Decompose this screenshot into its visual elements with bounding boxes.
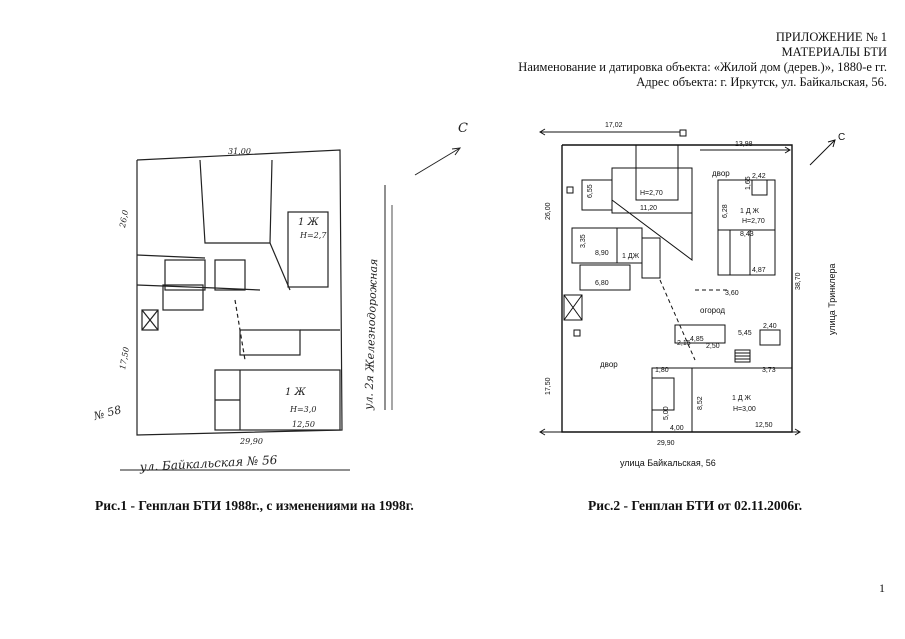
svg-text:3,35: 3,35 [580,234,587,248]
svg-text:17,50: 17,50 [118,346,131,370]
svg-text:1 Д Ж: 1 Д Ж [732,395,752,402]
svg-text:8,43: 8,43 [740,231,754,238]
svg-text:4,00: 4,00 [670,425,684,432]
svg-text:1 ДЖ: 1 ДЖ [622,253,640,260]
svg-text:H=2,70: H=2,70 [640,190,663,197]
svg-text:6,80: 6,80 [595,280,609,287]
svg-text:2,40: 2,40 [763,323,777,330]
svg-text:4,85: 4,85 [690,336,704,343]
svg-text:№ 58: № 58 [91,403,122,423]
object-name: Наименование и датировка объекта: «Жилой… [518,60,887,74]
svg-text:3,60: 3,60 [725,290,739,297]
figure-1-caption: Рис.1 - Генплан БТИ 1988г., с изменениям… [95,498,414,513]
figure-1-handwriting: 31,00 26,0 17,50 29,90 С ул. Байкальская… [91,121,468,474]
svg-text:3,73: 3,73 [762,367,776,374]
svg-text:29,90: 29,90 [239,437,263,446]
figure-2-plan [539,128,836,436]
svg-text:улица Байкальская, 56: улица Байкальская, 56 [620,458,716,468]
appendix-subtitle: МАТЕРИАЛЫ БТИ [781,45,888,59]
svg-text:26,00: 26,00 [545,202,552,220]
svg-text:1 Ж: 1 Ж [285,387,307,398]
svg-text:2,42: 2,42 [752,173,766,180]
svg-text:огород: огород [700,306,725,315]
svg-text:29,90: 29,90 [657,440,675,447]
svg-text:38,70: 38,70 [795,272,802,290]
svg-text:12,50: 12,50 [292,420,315,429]
svg-text:улица Тринклера: улица Тринклера [827,263,837,335]
svg-text:8,52: 8,52 [697,396,704,410]
svg-text:4,87: 4,87 [752,267,766,274]
svg-text:ул. Байкальская № 56: ул. Байкальская № 56 [138,453,278,474]
svg-text:1,80: 1,80 [655,367,669,374]
svg-text:1 Ж: 1 Ж [298,217,320,228]
svg-text:13,98: 13,98 [735,141,753,148]
svg-text:11,20: 11,20 [640,205,657,212]
svg-text:17,50: 17,50 [545,377,552,395]
svg-text:2,50: 2,50 [706,343,720,350]
header: ПРИЛОЖЕНИЕ № 1 МАТЕРИАЛЫ БТИ Наименовани… [518,30,887,90]
svg-text:12,50: 12,50 [755,422,773,429]
svg-text:2,15: 2,15 [677,340,691,347]
svg-text:H=3,00: H=3,00 [733,406,756,413]
svg-text:31,00: 31,00 [228,147,251,156]
svg-text:26,0: 26,0 [118,209,130,229]
svg-text:двор: двор [712,169,730,178]
svg-text:ул. 2я Железнодорожная: ул. 2я Железнодорожная [362,258,380,411]
svg-text:1,65: 1,65 [745,176,752,190]
figure-1-plan [120,147,462,471]
object-address: Адрес объекта: г. Иркутск, ул. Байкальск… [636,75,887,89]
svg-text:6,55: 6,55 [587,184,594,198]
svg-text:8,90: 8,90 [595,250,609,257]
svg-text:1 Д Ж: 1 Д Ж [740,208,760,215]
figure-2-caption: Рис.2 - Генплан БТИ от 02.11.2006г. [588,498,803,513]
svg-text:двор: двор [600,360,618,369]
svg-text:H=3,0: H=3,0 [289,405,316,414]
svg-text:5,00: 5,00 [663,406,670,420]
appendix-title: ПРИЛОЖЕНИЕ № 1 [775,30,887,44]
page-number: 1 [879,581,885,595]
svg-text:H=2,70: H=2,70 [742,218,765,225]
svg-text:17,02: 17,02 [605,122,623,129]
svg-text:С: С [838,132,845,143]
figure-2-labels: 17,02 13,98 26,00 17,50 38,70 29,90 двор… [545,122,845,468]
svg-text:С: С [458,121,468,136]
svg-text:H=2,7: H=2,7 [299,231,327,240]
svg-text:5,45: 5,45 [738,330,752,337]
svg-text:6,28: 6,28 [722,204,729,218]
